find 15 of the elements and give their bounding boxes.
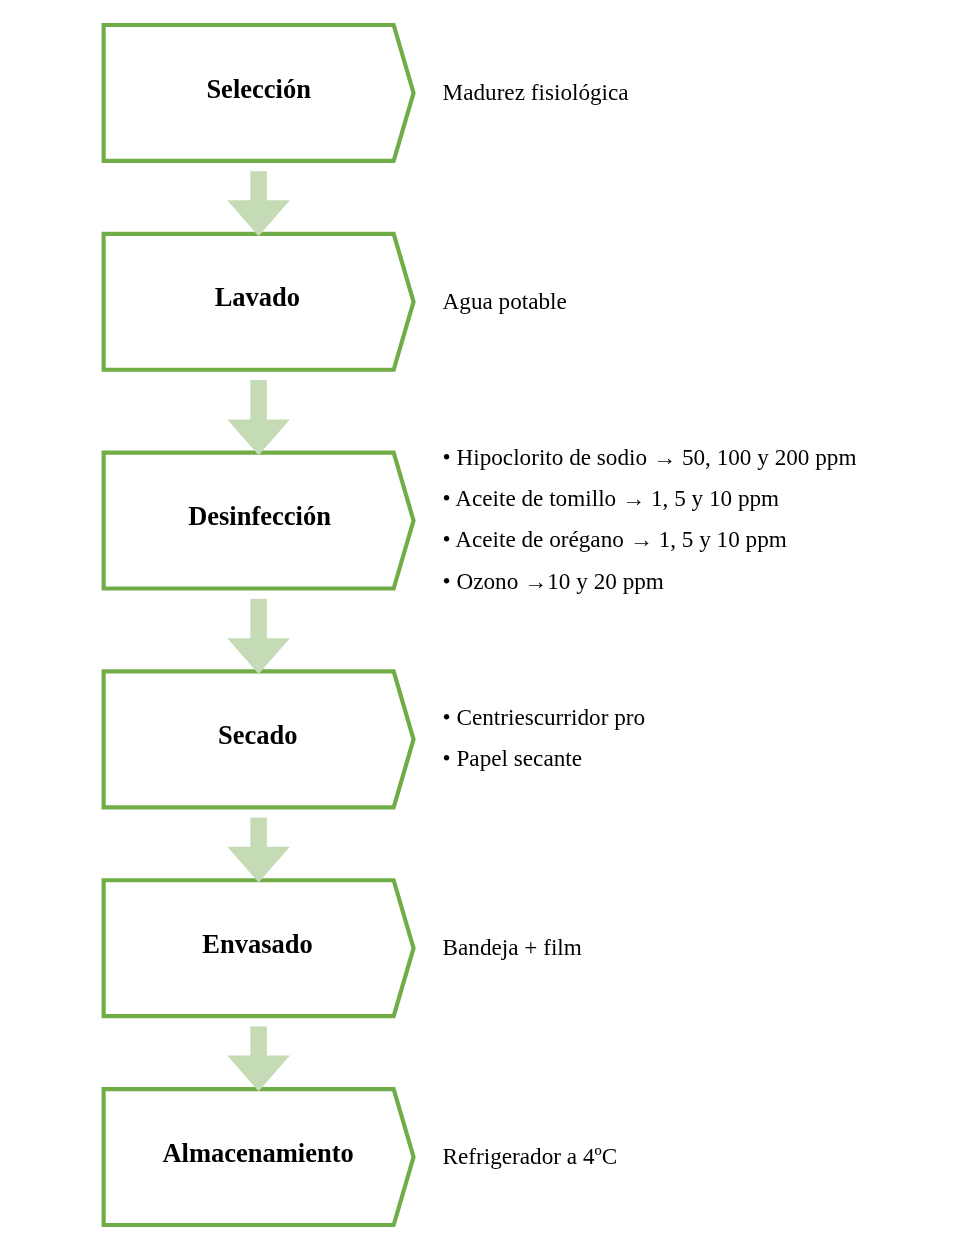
node-label: • Aceite de tomillo → 1, 5 y 10 ppm (442, 485, 780, 511)
node-label: • Papel secante (442, 745, 583, 772)
node-label: Madurez fisiológica (442, 78, 629, 105)
node-label: • Hipoclorito de sodio → 50, 100 y 200 ppm (442, 443, 857, 470)
arrow (227, 1026, 290, 1092)
node-label: Refrigerador a 4ºC (442, 1142, 618, 1169)
node-label: • Aceite de orégano → 1, 5 y 10 ppm (442, 526, 787, 553)
node-label: • Centriescurridor pro (442, 703, 646, 730)
arrow (227, 817, 290, 883)
arrow (227, 171, 290, 237)
arrow (227, 380, 290, 456)
node-label: Bandeja + film (442, 934, 582, 961)
node-label: • Ozono →10 y 20 ppm (442, 567, 664, 594)
node-label: Agua potable (442, 287, 567, 314)
arrow (227, 598, 290, 674)
